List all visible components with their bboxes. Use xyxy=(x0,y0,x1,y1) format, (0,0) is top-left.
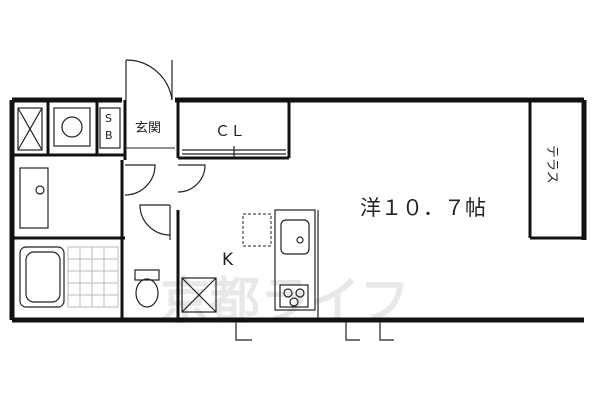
interior-walls xyxy=(14,100,584,318)
terrace-label: テラス xyxy=(544,145,559,184)
floor-hatch xyxy=(181,277,217,313)
hall-doors xyxy=(124,164,206,240)
washbasin xyxy=(19,107,121,229)
outer-walls xyxy=(9,97,587,323)
shoe-box-label-top: S xyxy=(105,112,112,125)
bath-tile xyxy=(67,246,119,308)
kitchen-counter xyxy=(274,209,319,318)
western-room-label: 洋１０．７帖 xyxy=(360,196,486,220)
fridge-space xyxy=(242,213,272,247)
closet-label: ＣＬ xyxy=(215,122,245,140)
toilet xyxy=(134,269,160,308)
kitchen-label: K xyxy=(222,250,234,270)
entrance-door xyxy=(125,59,173,101)
entrance-label: 玄関 xyxy=(135,121,161,136)
bathtub xyxy=(19,246,65,308)
closet-doors xyxy=(182,146,286,158)
bottom-doors xyxy=(235,322,394,341)
washer-box xyxy=(17,107,91,151)
shoe-box-label-bottom: B xyxy=(105,129,113,142)
